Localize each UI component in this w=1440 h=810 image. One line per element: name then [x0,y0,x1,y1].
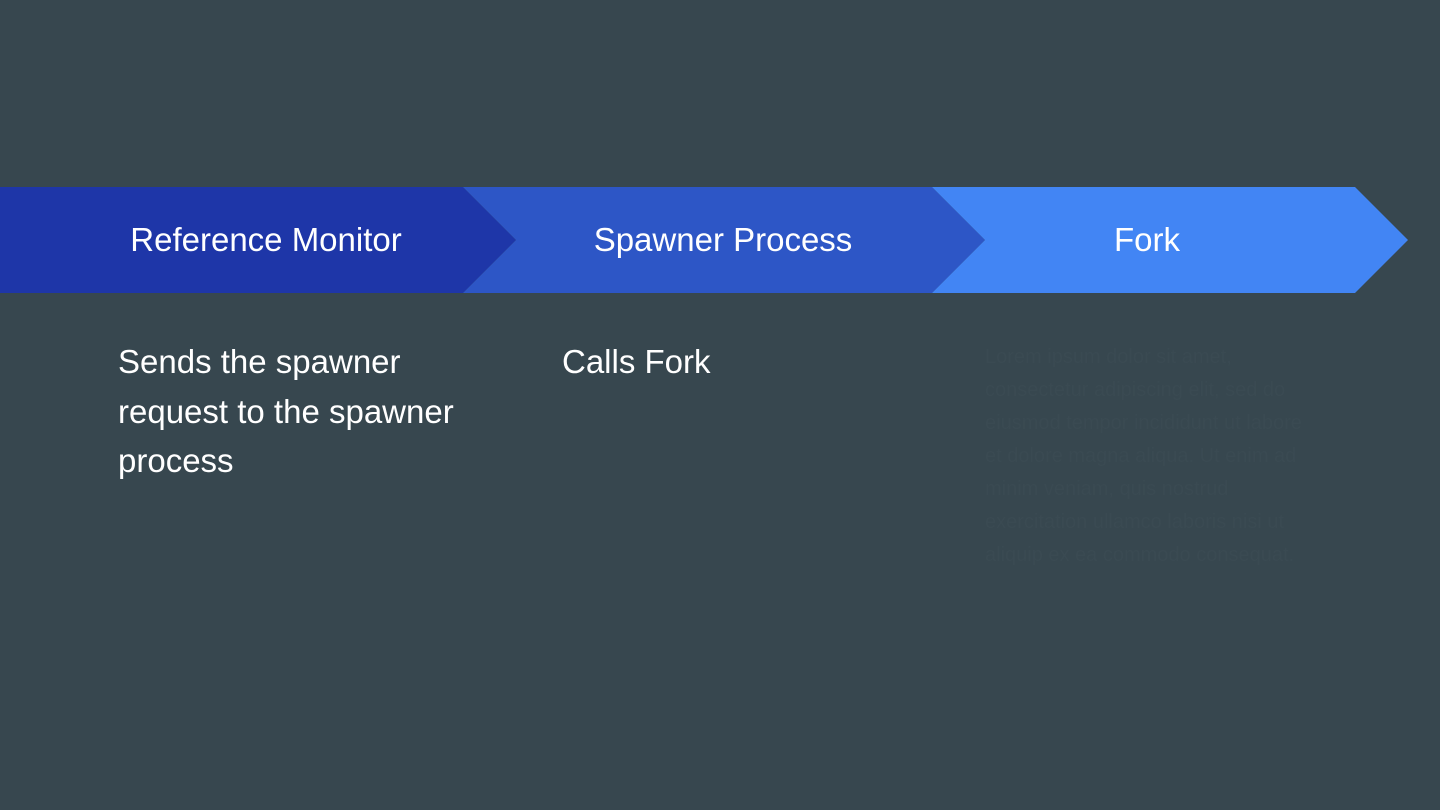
step-title-fork: Fork [1114,221,1180,258]
chevron-step-2 [463,187,985,293]
step-title-reference-monitor: Reference Monitor [130,221,402,258]
step-description-spawner-process: Calls Fork [562,343,711,380]
step-title-spawner-process: Spawner Process [593,221,853,258]
step-description-reference-monitor: Sends the spawner request to the spawner… [118,343,454,479]
step-description-fork: Lorem ipsum dolor sit amet, consectetur … [985,346,1302,566]
chevron-step-1 [0,187,516,293]
chevron-step-3 [932,187,1408,293]
